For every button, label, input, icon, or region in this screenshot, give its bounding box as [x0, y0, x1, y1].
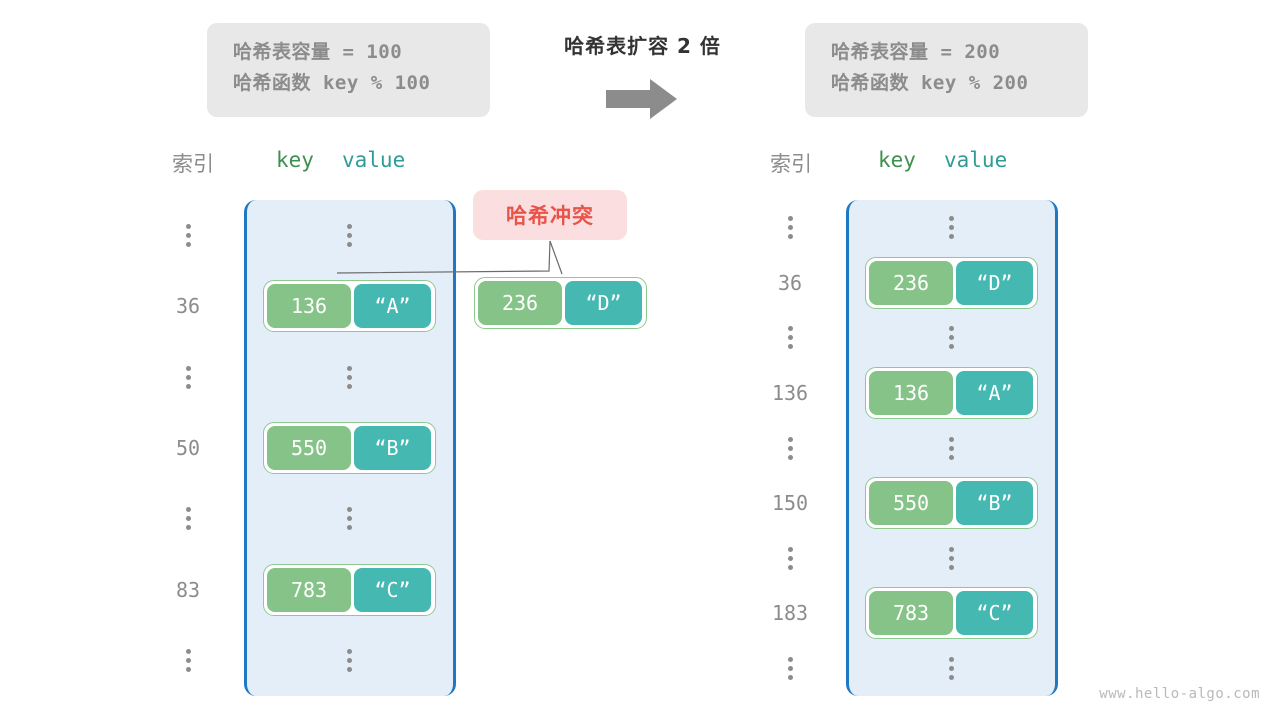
- index-ellipsis: [752, 326, 828, 350]
- index-label: 150: [771, 491, 809, 516]
- index-label: 183: [771, 601, 809, 626]
- index-ellipsis: [752, 436, 828, 460]
- right-hashfunc-line: 哈希函数 key % 200: [831, 71, 1029, 94]
- index-label: 36: [777, 270, 803, 295]
- bucket-ellipsis: [865, 216, 1038, 240]
- entry-key: 783: [267, 567, 351, 612]
- entry-value: “A”: [354, 284, 431, 329]
- bucket-entry: 783“C”: [865, 587, 1038, 640]
- bucket-ellipsis: [263, 507, 436, 531]
- right-index-header: 索引: [770, 152, 812, 176]
- bucket-entry: 136“A”: [263, 280, 436, 333]
- entry-key: 236: [869, 260, 953, 305]
- bucket-ellipsis: [263, 365, 436, 389]
- right-capacity-line: 哈希表容量 = 200: [831, 41, 1001, 63]
- bucket-entry: 236“D”: [865, 256, 1038, 309]
- entry-value: “B”: [354, 426, 431, 470]
- index-ellipsis: [150, 223, 226, 247]
- entry-value: “C”: [354, 567, 431, 612]
- bucket-ellipsis: [263, 223, 436, 247]
- left-index-header: 索引: [172, 152, 214, 176]
- right-value-header: value: [944, 148, 1008, 172]
- left-hashtable-info-box: 哈希表容量 = 100 哈希函数 key % 100: [207, 23, 490, 117]
- left-capacity-line: 哈希表容量 = 100: [233, 41, 403, 63]
- bucket-ellipsis: [865, 546, 1038, 570]
- overflow-entry-D: 236 “D”: [474, 277, 647, 329]
- bucket-ellipsis: [865, 436, 1038, 460]
- left-hashfunc-line: 哈希函数 key % 100: [233, 71, 431, 94]
- right-key-header: key: [878, 148, 916, 172]
- diagram-title: 哈希表扩容 2 倍: [564, 34, 721, 58]
- bucket-ellipsis: [865, 656, 1038, 680]
- bucket-ellipsis: [263, 649, 436, 673]
- right-hashtable-info-box: 哈希表容量 = 200 哈希函数 key % 200: [805, 23, 1088, 117]
- entry-value: “B”: [956, 481, 1033, 526]
- index-ellipsis: [150, 507, 226, 531]
- bucket-entry: 783“C”: [263, 563, 436, 616]
- entry-key: 783: [869, 591, 953, 636]
- bucket-entry: 550“B”: [865, 477, 1038, 530]
- entry-value: “A”: [956, 370, 1033, 415]
- index-ellipsis: [150, 649, 226, 673]
- watermark: www.hello-algo.com: [1099, 686, 1260, 702]
- bucket-ellipsis: [865, 326, 1038, 350]
- overflow-entry-value: “D”: [565, 281, 642, 325]
- index-label: 136: [771, 380, 809, 405]
- entry-value: “D”: [956, 260, 1033, 305]
- right-arrow-icon: [606, 79, 677, 119]
- entry-key: 136: [267, 284, 351, 329]
- index-label: 50: [175, 436, 201, 460]
- index-label: 36: [175, 294, 201, 319]
- entry-key: 136: [869, 370, 953, 415]
- entry-key: 550: [267, 426, 351, 470]
- left-key-header: key: [276, 148, 314, 172]
- index-label: 83: [175, 577, 201, 602]
- left-value-header: value: [342, 148, 406, 172]
- bucket-entry: 550“B”: [263, 422, 436, 474]
- left-hash-table: 索引 key value 36 136“A” 50 550“B” 83 783“C”: [150, 148, 490, 708]
- index-ellipsis: [150, 365, 226, 389]
- overflow-entry-key: 236: [478, 281, 562, 325]
- hash-collision-badge: 哈希冲突: [473, 190, 627, 240]
- entry-value: “C”: [956, 591, 1033, 636]
- entry-key: 550: [869, 481, 953, 526]
- index-ellipsis: [752, 546, 828, 570]
- index-ellipsis: [752, 656, 828, 680]
- bucket-entry: 136“A”: [865, 366, 1038, 419]
- index-ellipsis: [752, 216, 828, 240]
